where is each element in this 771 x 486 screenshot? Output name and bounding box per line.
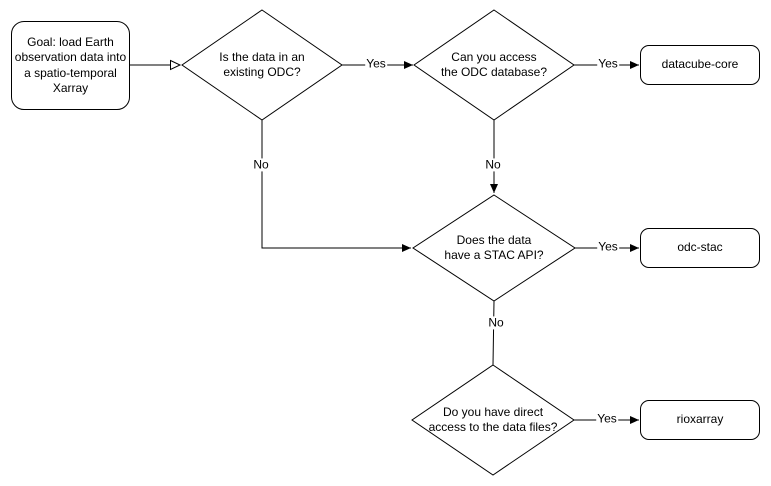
edge-label-access-db-no: No (484, 157, 502, 172)
goal-node: Goal: load Earth observation data into a… (11, 21, 130, 110)
edge-existing-odc-no (261, 120, 411, 252)
edge-stac-api-no (492, 300, 495, 366)
edge-label-access-db-yes: Yes (597, 56, 619, 71)
edge-label-stac-api-no: No (487, 315, 505, 330)
decision-label-direct-access: Do you have direct access to the data fi… (428, 404, 558, 434)
edge-label-existing-odc-yes: Yes (365, 56, 387, 71)
result-node-rioxarray: rioxarray (640, 400, 760, 440)
decision-label-stac-api: Does the data have a STAC API? (444, 232, 544, 262)
edge-label-stac-api-yes: Yes (597, 239, 619, 254)
result-node-odc-stac: odc-stac (640, 228, 760, 268)
edge-label-existing-odc-no: No (252, 157, 270, 172)
result-node-datacube-core: datacube-core (640, 45, 760, 85)
decision-label-existing-odc: Is the data in an existing ODC? (219, 49, 305, 79)
edge-label-direct-access-yes: Yes (596, 411, 618, 426)
decision-diamond-direct-access (411, 364, 575, 476)
decision-label-access-db: Can you access the ODC database? (440, 49, 548, 79)
